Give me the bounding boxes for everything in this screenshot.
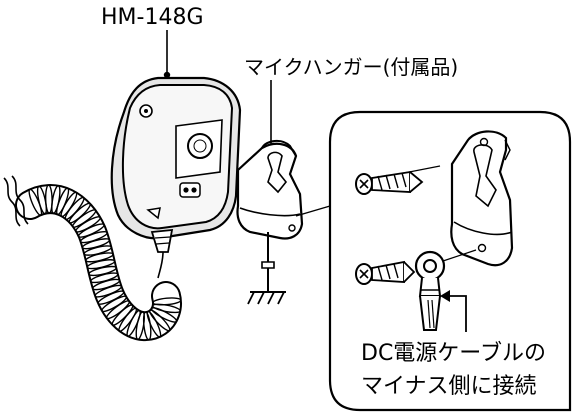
screw-bottom-icon: [355, 260, 416, 285]
connection-note-line2: マイナス側に接続: [361, 374, 537, 399]
cable-cut-mark: [3, 177, 21, 227]
mic-small-buttons: [179, 182, 201, 198]
detail-box: [328, 110, 572, 412]
coiled-cable: [3, 175, 182, 341]
microphone: [110, 30, 242, 253]
arrow-icon: [440, 290, 467, 332]
mic-label-dot: [163, 71, 171, 79]
mic-model-label: HM-148G: [101, 5, 204, 30]
mic-strain-relief: [150, 228, 174, 253]
mic-ptt-button: [187, 133, 213, 159]
detail-hanger: [450, 130, 514, 267]
coil-ring: [152, 297, 182, 306]
ring-terminal-icon: [414, 249, 477, 331]
hanger-bracket: [236, 80, 304, 305]
coil-rings: [28, 184, 182, 341]
ground-icon: [247, 291, 286, 305]
detail-connector: [295, 205, 331, 217]
connection-note-line1: DC電源ケーブルの: [361, 341, 546, 366]
mic-emblem: [146, 207, 161, 220]
screw-top-icon: [355, 165, 441, 195]
hanger-label: マイクハンガー(付属品): [244, 55, 459, 79]
